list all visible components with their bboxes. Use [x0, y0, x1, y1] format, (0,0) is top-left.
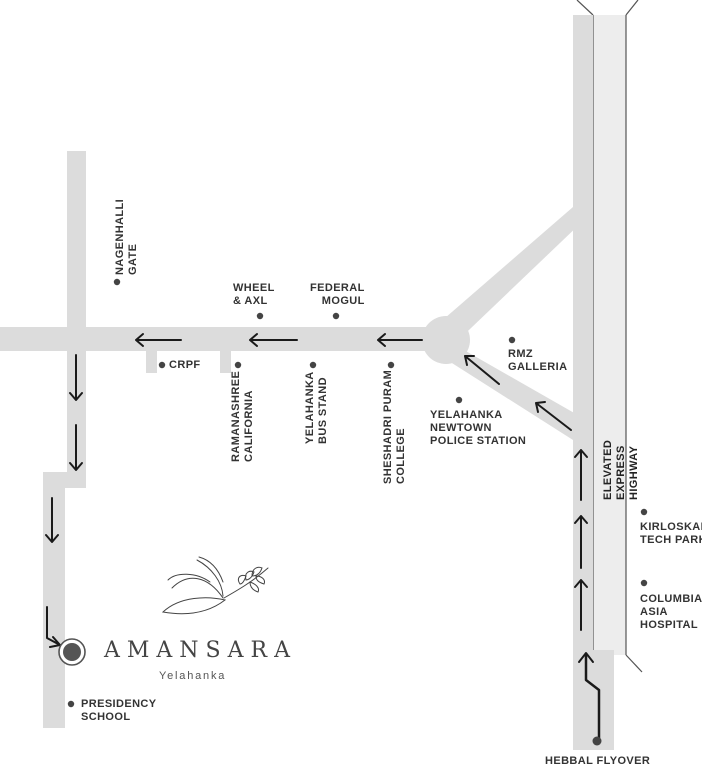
- presidency-road: [43, 472, 65, 728]
- route-arrows: [45, 333, 601, 740]
- arrow-icon: [574, 579, 588, 631]
- arrow-icon: [535, 401, 572, 431]
- label-sheshadri-puram-college: SHESHADRI PURAM COLLEGE: [382, 369, 407, 484]
- dove-with-olive-branch-icon: [161, 556, 269, 615]
- arrow-icon: [464, 355, 500, 385]
- arrow-icon: [584, 652, 601, 740]
- arrow-icon: [377, 333, 423, 347]
- label-rmz-galleria: RMZ GALLERIA: [508, 348, 568, 373]
- nagenhalli-road: [67, 151, 86, 488]
- label-columbia-asia-hospital: COLUMBIA ASIA HOSPITAL: [640, 593, 702, 631]
- arrow-icon: [135, 333, 182, 347]
- brand-location: Yelahanka: [159, 670, 227, 682]
- label-crpf: CRPF: [169, 359, 201, 371]
- label-nagenhalli-gate: NAGENHALLI GATE: [114, 198, 139, 275]
- arrow-icon: [46, 606, 61, 648]
- arrow-icon: [574, 449, 588, 501]
- main-road: [573, 15, 593, 750]
- target-icon: [58, 638, 86, 666]
- arrow-icon: [578, 652, 594, 663]
- arrow-icon: [574, 515, 588, 569]
- arrow-icon: [69, 354, 83, 401]
- hebbal-flyover-road: [573, 650, 614, 750]
- roundabout: [422, 316, 470, 364]
- label-federal-mogul: FEDERAL MOGUL: [310, 282, 365, 307]
- label-elevated-express-highway: ELEVATED EXPRESS HIGHWAY: [602, 439, 640, 500]
- label-kirloskar-tech-park: KIRLOSKAR TECH PARK: [640, 521, 702, 546]
- label-ramanashree-california: RAMANASHREE CALIFORNIA: [230, 370, 255, 462]
- arrow-icon: [249, 333, 298, 347]
- label-wheel-axl: WHEEL & AXL: [233, 282, 275, 307]
- landmark-dots: [67, 278, 648, 746]
- label-yelahanka-bus-stand: YELAHANKA BUS STAND: [304, 371, 329, 444]
- label-yelahanka-newtown-police-station: YELAHANKA NEWTOWN POLICE STATION: [430, 409, 527, 447]
- upper-link-road: [430, 207, 583, 350]
- arrow-icon: [69, 424, 83, 471]
- arrow-icon: [45, 497, 59, 543]
- label-hebbal-flyover: HEBBAL FLYOVER: [545, 755, 651, 767]
- brand-name: AMANSARA: [104, 638, 297, 663]
- label-presidency-school: PRESIDENCY SCHOOL: [81, 698, 157, 723]
